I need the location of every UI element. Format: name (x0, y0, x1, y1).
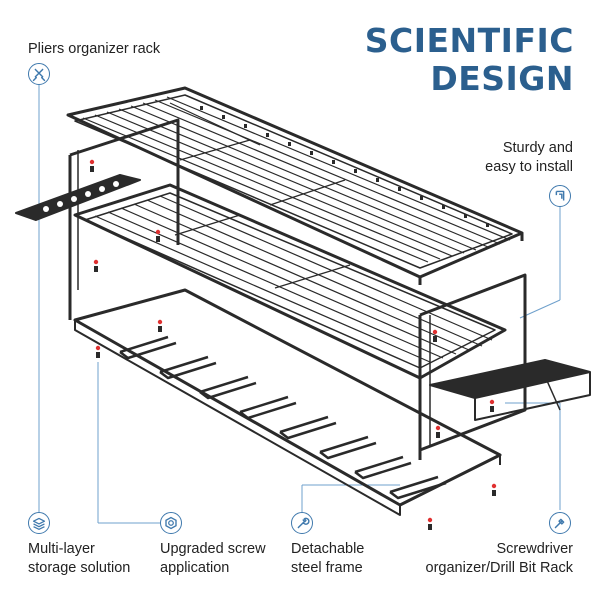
feature-frame-label: Detachable steel frame (291, 540, 364, 578)
feature-screwdriver-line-1: Screwdriver (496, 541, 573, 557)
feature-screw-line-1: Upgraded screw (160, 541, 266, 557)
feature-sturdy-label: Sturdy and easy to install (472, 139, 573, 177)
feature-sturdy-line-1: Sturdy and (502, 140, 573, 156)
layers-icon (28, 512, 50, 534)
headline-line-1: SCIENTIFIC (364, 21, 574, 60)
screws (89, 159, 497, 530)
pliers-icon (28, 63, 50, 85)
feature-multilayer-label: Multi-layer storage solution (28, 540, 130, 578)
feature-screw-label: Upgraded screw application (160, 540, 266, 578)
feature-multilayer-line-2: storage solution (28, 560, 131, 576)
feature-sturdy-line-2: easy to install (485, 159, 573, 175)
headline: SCIENTIFIC DESIGN (365, 22, 574, 98)
feature-screwdriver-line-2: organizer/Drill Bit Rack (425, 560, 573, 576)
feature-frame-line-1: Detachable (291, 541, 365, 557)
feature-screw-line-2: application (160, 560, 230, 576)
feature-pliers-label: Pliers organizer rack (28, 40, 160, 59)
screwdriver-icon (549, 512, 571, 534)
leader-lines (38, 84, 561, 524)
feature-screwdriver-label: Screwdriver organizer/Drill Bit Rack (402, 540, 573, 578)
screw-icon (160, 512, 182, 534)
headline-line-2: DESIGN (430, 59, 574, 98)
wrench-icon (291, 512, 313, 534)
feature-multilayer-line-1: Multi-layer (28, 541, 95, 557)
feature-pliers-text: Pliers organizer rack (28, 41, 161, 57)
feature-frame-line-2: steel frame (291, 560, 363, 576)
mounting-bracket-icon (549, 185, 571, 207)
rack-frame (15, 86, 591, 516)
